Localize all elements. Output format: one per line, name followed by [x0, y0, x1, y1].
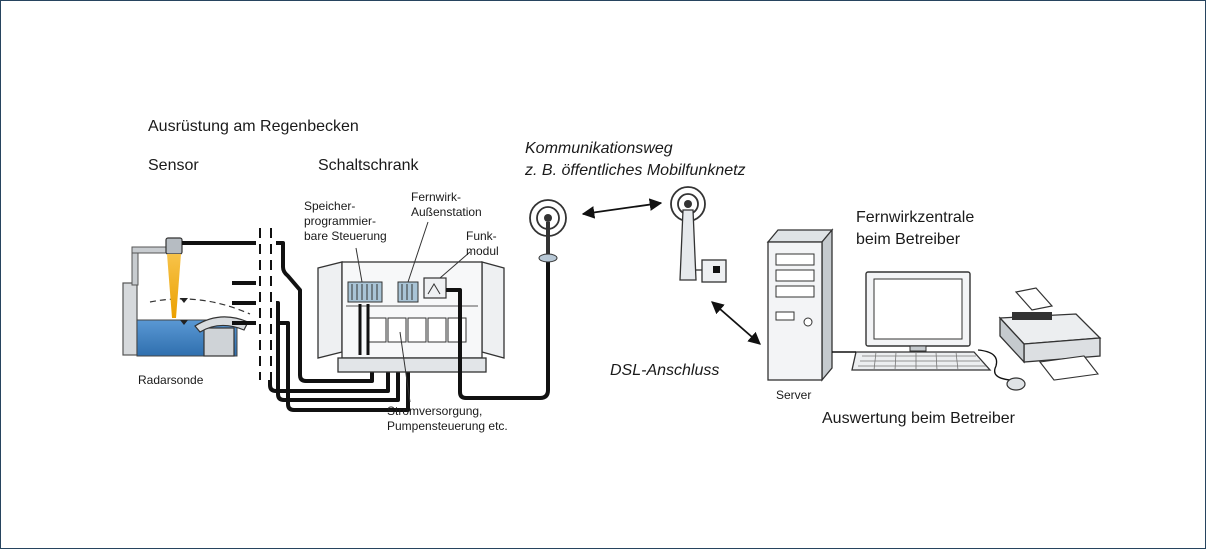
dsl-link-arrow [711, 301, 761, 345]
equipment-title: Ausrüstung am Regenbecken [148, 118, 359, 135]
plc-label-line: programmier- [304, 214, 377, 228]
mouse-cable [977, 349, 1011, 381]
radio-module-line: modul [466, 244, 499, 258]
sensor-heading: Sensor [148, 157, 199, 174]
control-cabinet [317, 261, 505, 373]
mouse [1006, 377, 1026, 391]
keyboard [851, 351, 992, 371]
pump-cables [232, 281, 410, 412]
printer [998, 287, 1102, 381]
sensor-cable [182, 241, 374, 383]
radar-probe-label: Radarsonde [138, 373, 204, 387]
radio-link-arrow [581, 198, 663, 219]
evaluation-label: Auswertung beim Betreiber [822, 410, 1015, 427]
comm-path-label: Kommunikationsweg z. B. öffentliches Mob… [525, 138, 746, 182]
cell-tower [670, 186, 727, 283]
power-supply-line: Stromversorgung, [387, 404, 483, 418]
cabinet-heading: Schaltschrank [318, 157, 419, 174]
monitor [865, 271, 971, 352]
local-antenna [529, 199, 567, 263]
server-tower [766, 228, 834, 382]
wall-break-marks [256, 228, 276, 380]
comm-path-line: z. B. öffentliches Mobilfunknetz [525, 162, 746, 179]
control-center-label: Fernwirkzentrale beim Betreiber [856, 207, 974, 251]
plc-label: Speicher- programmier- bare Steuerung [304, 199, 387, 244]
dsl-label: DSL-Anschluss [610, 362, 720, 379]
radio-module-label: Funk- modul [466, 229, 499, 259]
remote-station-label: Fernwirk- Außenstation [411, 190, 482, 220]
remote-station-line: Fernwirk- [411, 190, 461, 204]
antenna-cable [446, 262, 550, 400]
comm-path-line: Kommunikationsweg [525, 140, 673, 157]
control-center-line: beim Betreiber [856, 231, 961, 248]
rain-basin [122, 282, 251, 357]
plc-label-line: Speicher- [304, 199, 356, 213]
control-center-line: Fernwirkzentrale [856, 209, 975, 226]
radio-module-line: Funk- [466, 229, 497, 243]
pointer-lines [355, 221, 471, 403]
radar-probe [131, 237, 183, 318]
power-supply-line: Pumpensteuerung etc. [387, 419, 508, 433]
remote-station-line: Außenstation [411, 205, 482, 219]
plc-label-line: bare Steuerung [304, 229, 387, 243]
server-label: Server [776, 388, 812, 402]
power-supply-label: Stromversorgung, Pumpensteuerung etc. [387, 404, 508, 434]
